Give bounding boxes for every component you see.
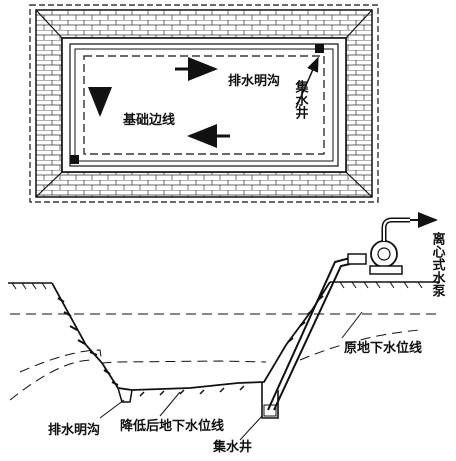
excavation-profile — [51, 281, 331, 391]
plan-flow-arrow-diagonal — [295, 56, 319, 109]
lowered-water-table-label: 降低后地下水位线 — [120, 418, 224, 434]
sump-leader — [239, 415, 263, 441]
lowered-water-table-curve — [19, 349, 267, 373]
pit-bottom-texture — [139, 385, 245, 397]
ground-surface — [8, 281, 440, 284]
plan-ditch-label: 排水明沟 — [228, 73, 280, 89]
section-drainage-ditch — [117, 387, 133, 403]
suction-pipe — [267, 257, 351, 411]
section-sump — [261, 382, 279, 419]
ground-hatch — [11, 281, 423, 290]
plan-outer-edge — [29, 4, 379, 203]
plan-sump-bottom-left — [70, 155, 79, 164]
original-water-table-leader — [341, 311, 363, 339]
pump-label: 离心式水泵 — [430, 231, 446, 298]
section-sump-label: 集水井 — [212, 439, 252, 455]
lowered-water-table-outer — [9, 329, 421, 401]
plan-sump-top-right — [315, 44, 324, 53]
plan-foundation-edge — [83, 55, 325, 155]
original-water-table-label: 原地下水位线 — [344, 340, 422, 356]
ditch-leader — [99, 399, 125, 419]
plan-drainage-ditch-outer — [69, 43, 339, 167]
suction-pipe-outer — [273, 263, 351, 411]
plan-foundation-label: 基础边线 — [122, 112, 175, 128]
plan-view: 排水明沟 基础边线 集水井 — [29, 4, 379, 203]
lowered-water-table-leader — [159, 391, 181, 417]
plan-drainage-ditch-inner — [74, 48, 334, 162]
plan-sump-label: 集水井 — [293, 79, 310, 120]
slope-texture — [57, 295, 324, 386]
plan-corner-lines — [35, 9, 373, 198]
section-view: 离心式水泵 原地下水位线 排水明沟 降低后地下水位线 集水井 — [8, 212, 446, 455]
centrifugal-pump — [347, 217, 410, 275]
section-ditch-label: 排水明沟 — [48, 422, 100, 438]
